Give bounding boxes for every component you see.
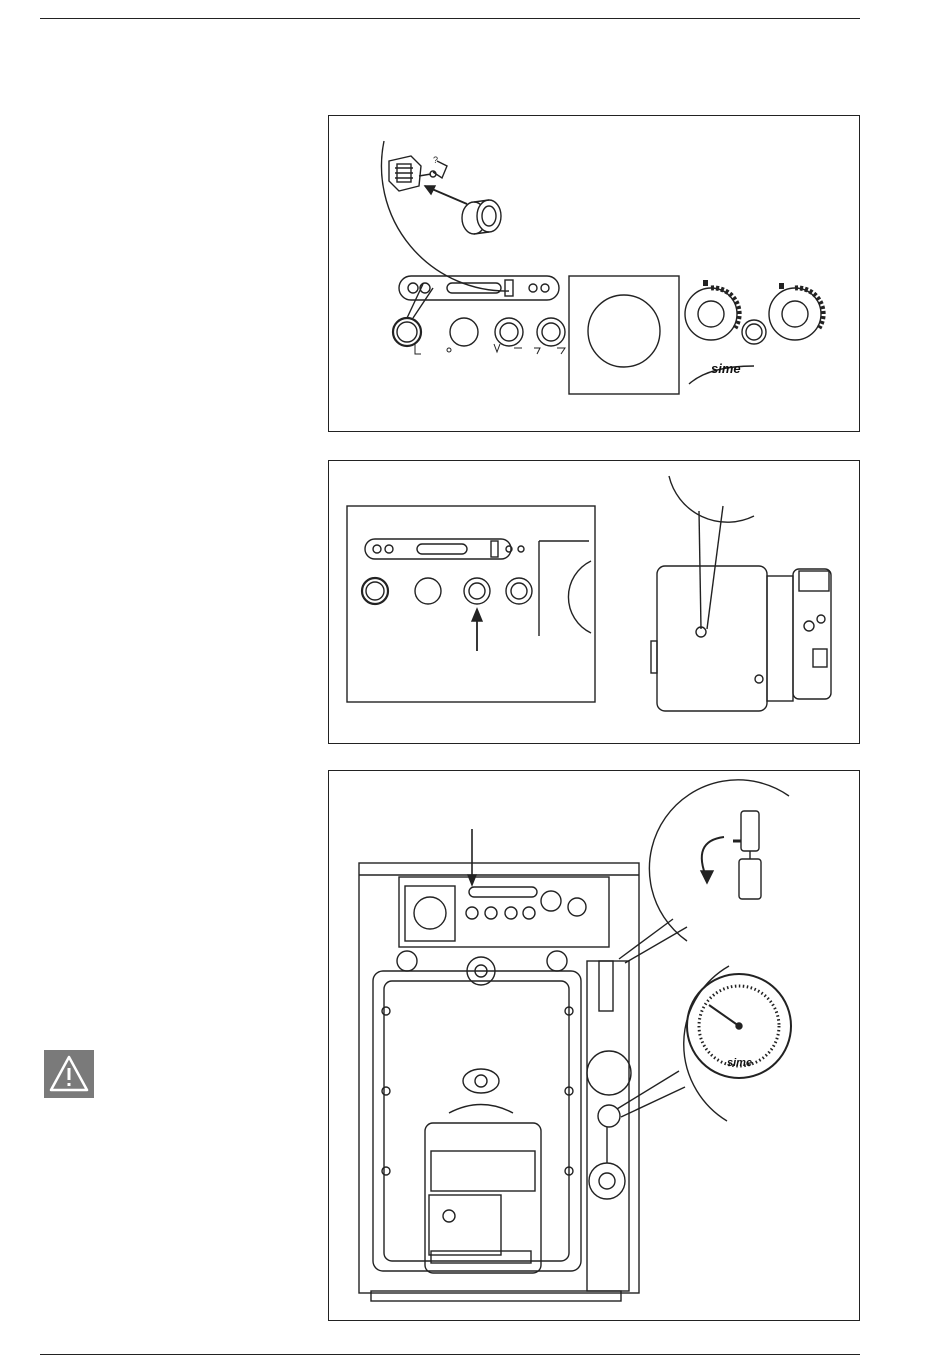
knob-water-temperature xyxy=(769,288,823,340)
button-main-switch xyxy=(450,318,478,346)
knob-heating-temperature xyxy=(685,288,739,340)
protective-cap-icon xyxy=(462,200,501,234)
button-burner-reset xyxy=(495,318,523,346)
figure-control-panel: ? xyxy=(328,115,860,432)
figure-boiler-front: sime xyxy=(328,770,860,1321)
button-safety-thermostat xyxy=(393,318,421,346)
reset-arrow-icon xyxy=(472,609,482,651)
figure-burner-reset xyxy=(328,460,860,744)
brand-logo: sime xyxy=(711,361,741,376)
push-arrow-icon xyxy=(425,186,467,204)
warning-triangle-icon xyxy=(44,1050,94,1098)
gauge-dial xyxy=(588,295,660,367)
warning-sign xyxy=(44,1050,94,1098)
top-rule xyxy=(40,18,860,19)
filling-valve-magnifier xyxy=(649,780,789,941)
button-summer-winter xyxy=(537,318,565,346)
button-summer-winter xyxy=(506,578,532,604)
bottom-rule xyxy=(40,1354,860,1355)
button-main-switch xyxy=(415,578,441,604)
thermostat-detail-icon: ? xyxy=(389,155,447,191)
button-burner-reset xyxy=(464,578,490,604)
pressure-gauge-small xyxy=(598,1105,620,1127)
svg-text:?: ? xyxy=(433,155,438,165)
detail-panel xyxy=(347,506,595,702)
gauge-brand-logo: sime xyxy=(727,1057,752,1069)
filling-valve-icon xyxy=(733,811,761,899)
gauge-frame xyxy=(569,276,679,394)
burner-unit xyxy=(651,476,831,711)
button-safety-thermostat xyxy=(362,578,388,604)
